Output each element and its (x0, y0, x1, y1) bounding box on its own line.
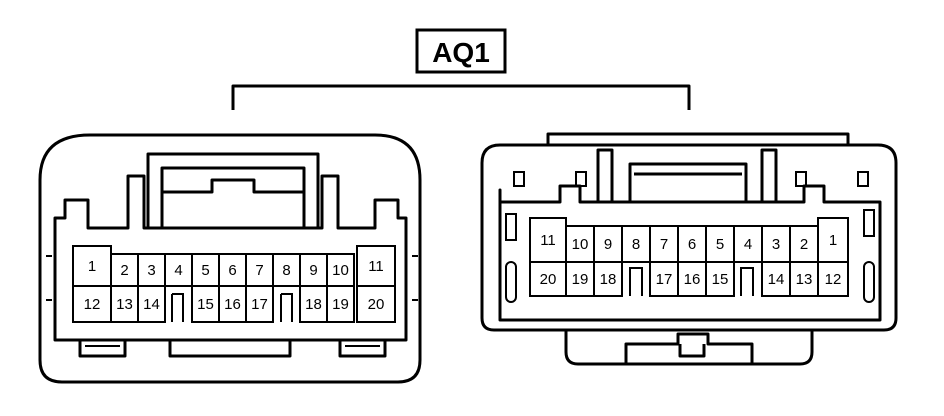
bracket (231, 84, 691, 110)
left-pin-15-cell (191, 285, 220, 323)
right-pin-10-label: 10 (572, 236, 589, 253)
right-pin-2-label: 2 (800, 236, 808, 253)
right-pin-11-label: 11 (540, 232, 556, 249)
right-connector-latch (596, 148, 778, 202)
right-pin-19-cell (565, 261, 595, 297)
left-pin-15-label: 15 (197, 296, 214, 313)
right-pin-18-cell (593, 261, 623, 297)
right-pin-12-cell (817, 261, 849, 297)
left-pin-9-label: 9 (309, 262, 317, 279)
left-connector-side-notches (46, 255, 418, 301)
left-pin-12-cell (72, 285, 112, 323)
right-pin-13-cell (789, 261, 819, 297)
left-connector-latch (146, 152, 320, 228)
right-pin-7-label: 7 (660, 236, 668, 253)
right-connector-slot-left-top (505, 213, 517, 241)
left-pin-8-label: 8 (282, 262, 290, 279)
right-pin-13-label: 13 (796, 271, 813, 288)
right-pin-8-label: 8 (632, 236, 640, 253)
left-pin-19-label: 19 (332, 296, 349, 313)
right-pin-19-label: 19 (572, 271, 589, 288)
left-pin-20-label: 20 (368, 296, 385, 313)
left-pin-2-label: 2 (120, 262, 128, 279)
left-pin-9-cell (299, 253, 328, 287)
right-pin-7-cell (649, 225, 679, 263)
right-pin-16-cell (677, 261, 707, 297)
right-pin-12-label: 12 (825, 271, 842, 288)
right-connector-square-1 (513, 171, 525, 187)
right-connector-bottom-lock (624, 332, 754, 364)
left-pin-20-cell (356, 285, 396, 323)
right-connector-slot-left-bottom (505, 261, 517, 303)
right-pin-1-label: 1 (829, 232, 837, 249)
right-connector-slot-right-bottom (863, 261, 875, 303)
right-connector-square-2 (575, 171, 587, 187)
left-pin-3-label: 3 (147, 262, 155, 279)
right-connector-top-boss (546, 132, 850, 145)
right-pin-6-cell (677, 225, 707, 263)
left-pin-10-label: 10 (332, 262, 349, 279)
right-pin-16-label: 16 (684, 271, 701, 288)
left-pin-16-label: 16 (224, 296, 241, 313)
left-pin-4-label: 4 (174, 262, 182, 279)
left-pin-18-label: 18 (305, 296, 322, 313)
left-connector-housing (38, 133, 422, 384)
left-pin-11-label: 11 (368, 258, 384, 275)
right-pin-3-label: 3 (772, 236, 780, 253)
label-box (415, 28, 507, 74)
right-pin-9-label: 9 (604, 236, 612, 253)
right-pin-15-cell (705, 261, 735, 297)
right-pin-gap (629, 267, 643, 296)
right-pin-10-cell (565, 225, 595, 263)
label-text: AQ1 (432, 37, 490, 68)
left-pin-13-label: 13 (116, 296, 133, 313)
left-connector-bottom-lock (78, 340, 387, 358)
left-pin-19-cell (326, 285, 355, 323)
right-pin-15-label: 15 (712, 271, 729, 288)
right-pin-gap (740, 267, 754, 296)
right-connector-square-4 (857, 171, 869, 187)
right-pin-20-label: 20 (540, 271, 557, 288)
right-pin-1-cell (817, 217, 849, 263)
left-pin-gap (171, 293, 184, 322)
left-pin-1-label: 1 (88, 258, 96, 275)
left-connector-inner (53, 174, 408, 342)
left-pin-5-label: 5 (201, 262, 209, 279)
left-pin-12-label: 12 (84, 296, 101, 313)
left-pin-14-label: 14 (143, 296, 160, 313)
left-pin-13-cell (110, 285, 139, 323)
connector-label: AQ1 (415, 28, 507, 74)
left-pin-17-cell (245, 285, 274, 323)
left-pin-18-cell (299, 285, 328, 323)
left-pin-gap (280, 293, 293, 322)
right-pin-4-cell (733, 225, 763, 263)
right-pin-6-label: 6 (688, 236, 696, 253)
right-pin-14-label: 14 (768, 271, 785, 288)
right-pin-4-label: 4 (744, 236, 752, 253)
right-connector-bottom-skirt (564, 330, 814, 366)
right-pin-18-label: 18 (600, 271, 617, 288)
right-connector-square-3 (795, 171, 807, 187)
right-pin-17-cell (649, 261, 679, 297)
left-pin-11-cell (356, 245, 396, 287)
left-pin-10-cell (326, 253, 355, 287)
right-pin-5-label: 5 (716, 236, 724, 253)
right-connector-housing (480, 143, 898, 332)
right-pin-17-label: 17 (656, 271, 673, 288)
right-connector-slot-right-top (863, 209, 875, 237)
left-pin-6-label: 6 (228, 262, 236, 279)
left-pin-14-cell (137, 285, 166, 323)
right-connector-inner (498, 184, 882, 322)
left-pin-17-label: 17 (251, 296, 268, 313)
left-pin-7-label: 7 (255, 262, 263, 279)
